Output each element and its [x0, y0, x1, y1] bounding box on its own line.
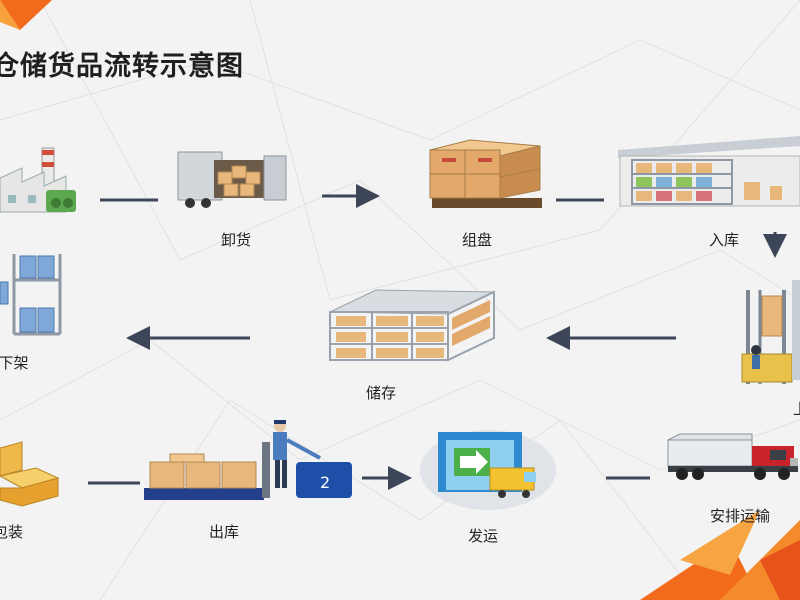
- corner-decoration-top-left: [0, 0, 52, 30]
- pallet-jack-icon: 2: [144, 420, 352, 500]
- pallet-boxes-icon: [429, 139, 542, 208]
- svg-text:2: 2: [320, 473, 330, 492]
- warehouse-inbound-icon: [618, 136, 800, 207]
- step-label-storage: 储存: [365, 384, 397, 402]
- step-label-packing: 包装: [0, 523, 24, 541]
- packing-boxes-icon: [0, 441, 60, 507]
- step-label-unload: 卸货: [220, 231, 252, 249]
- forklift-shelving-icon: [741, 280, 800, 384]
- page-title: 仓储货品流转示意图: [0, 51, 244, 82]
- step-label-transport: 安排运输: [709, 507, 771, 525]
- step-label-outbound: 出库: [208, 523, 240, 541]
- storage-racks-icon: [329, 289, 495, 362]
- dispatch-dock-icon: [420, 430, 556, 510]
- corner-decoration-bottom-right: [640, 510, 800, 600]
- step-label-shelving: 上架: [793, 398, 800, 419]
- step-label-palletize: 组盘: [461, 231, 493, 249]
- picking-shelf-icon: [0, 254, 62, 336]
- semi-truck-icon: [667, 433, 798, 480]
- step-label-inbound: 入库: [708, 231, 740, 249]
- unloading-truck-icon: [177, 151, 287, 208]
- step-label-dispatch: 发运: [467, 527, 499, 545]
- factory-icon: [0, 147, 76, 213]
- step-label-picking: 拣货/下架: [0, 354, 29, 372]
